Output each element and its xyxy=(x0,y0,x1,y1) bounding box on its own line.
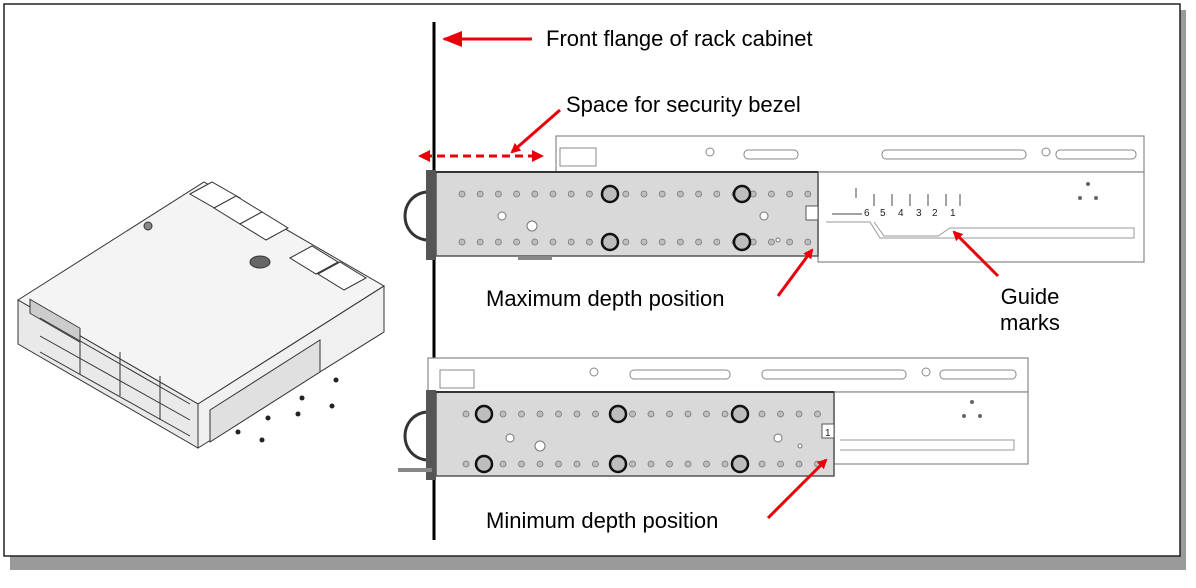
rail-hole xyxy=(795,410,803,418)
rail-hole xyxy=(640,238,648,246)
rail-assembly-min: 1 xyxy=(398,357,1029,480)
rail-hole xyxy=(499,460,507,468)
red-arrow-icon xyxy=(510,108,561,154)
rail-hole xyxy=(476,238,484,246)
rail-hole xyxy=(629,410,636,418)
red-arrow-icon xyxy=(766,458,828,520)
rail-hole xyxy=(549,190,557,198)
rail-assembly-max xyxy=(403,135,1145,263)
rail-hole xyxy=(458,238,466,246)
rail-hole xyxy=(758,460,766,468)
rail-hole xyxy=(814,410,821,418)
rail-hole xyxy=(536,410,544,418)
rail-hole xyxy=(695,238,702,246)
rail-hole xyxy=(677,238,684,246)
rail-hole xyxy=(549,238,557,246)
rail-hole xyxy=(555,410,562,418)
rail-hole xyxy=(647,460,655,468)
rail-hole xyxy=(640,190,648,198)
rail-hole xyxy=(573,460,581,468)
rail-hole xyxy=(622,238,630,246)
security-bezel-label: Space for security bezel xyxy=(566,92,801,117)
guide-marks-line1: Guide xyxy=(1000,284,1060,309)
guide-marks-label: Guide marks xyxy=(990,284,1070,336)
guide-mark-2: 2 xyxy=(932,208,938,219)
rail-hole xyxy=(647,410,655,418)
rail-hole xyxy=(768,190,775,198)
rail-hole xyxy=(462,460,470,468)
rail-hole xyxy=(567,190,575,198)
red-arrow-icon xyxy=(952,230,1000,278)
front-flange-label: Front flange of rack cabinet xyxy=(546,26,813,51)
rail-hole xyxy=(703,460,710,468)
server-chassis-icon xyxy=(17,181,385,449)
rail-hole xyxy=(555,460,562,468)
rail-hole xyxy=(786,238,793,246)
rail-hole xyxy=(629,460,636,468)
rail-hole xyxy=(458,190,466,198)
rail-hole xyxy=(499,410,507,418)
rail-hole xyxy=(518,410,525,418)
rail-hole xyxy=(721,410,729,418)
rail-hole xyxy=(567,238,575,246)
guide-mark-4: 4 xyxy=(898,208,904,219)
rail-hole xyxy=(777,410,784,418)
rail-hole xyxy=(713,238,721,246)
rail-hole xyxy=(758,410,766,418)
rail-hole xyxy=(494,190,502,198)
rail-hole xyxy=(703,410,710,418)
guide-mark-5: 5 xyxy=(880,208,886,219)
rail-hole xyxy=(777,460,784,468)
rail-hole xyxy=(658,238,666,246)
rail-hole xyxy=(513,190,520,198)
rail-hole xyxy=(804,238,812,246)
rail-hole xyxy=(695,190,702,198)
rail-hole xyxy=(518,460,525,468)
rail-hole xyxy=(494,238,502,246)
rail-hole xyxy=(592,410,599,418)
rail-hole xyxy=(666,410,673,418)
rail-hole xyxy=(462,410,470,418)
rail-hole xyxy=(795,460,803,468)
rail-hole xyxy=(713,190,721,198)
rail-hole xyxy=(586,190,593,198)
guide-marks-line2: marks xyxy=(1000,310,1060,335)
red-arrow-icon xyxy=(776,248,814,297)
rail-hole xyxy=(513,238,520,246)
rail-hole xyxy=(531,190,539,198)
rail-hole xyxy=(677,190,684,198)
rail-hole xyxy=(592,460,599,468)
rail-hole xyxy=(536,460,544,468)
rail-hole xyxy=(804,190,812,198)
rail-hole xyxy=(476,190,484,198)
guide-mark-numbers: 6 5 4 3 2 1 xyxy=(864,208,956,219)
min-guide-mark-1: 1 xyxy=(825,428,831,439)
max-depth-label: Maximum depth position xyxy=(486,286,725,311)
rail-hole xyxy=(573,410,581,418)
guide-mark-1: 1 xyxy=(950,208,956,219)
rail-hole xyxy=(658,190,666,198)
min-depth-label: Minimum depth position xyxy=(486,508,719,533)
rail-hole xyxy=(786,190,793,198)
rail-hole xyxy=(666,460,673,468)
rail-hole xyxy=(684,410,692,418)
rail-hole xyxy=(531,238,539,246)
rail-hole xyxy=(721,460,729,468)
rail-hole xyxy=(622,190,630,198)
rail-hole xyxy=(768,238,775,246)
rail-hole xyxy=(684,460,692,468)
guide-mark-6: 6 xyxy=(864,208,870,219)
guide-mark-3: 3 xyxy=(916,208,922,219)
rail-hole xyxy=(586,238,593,246)
